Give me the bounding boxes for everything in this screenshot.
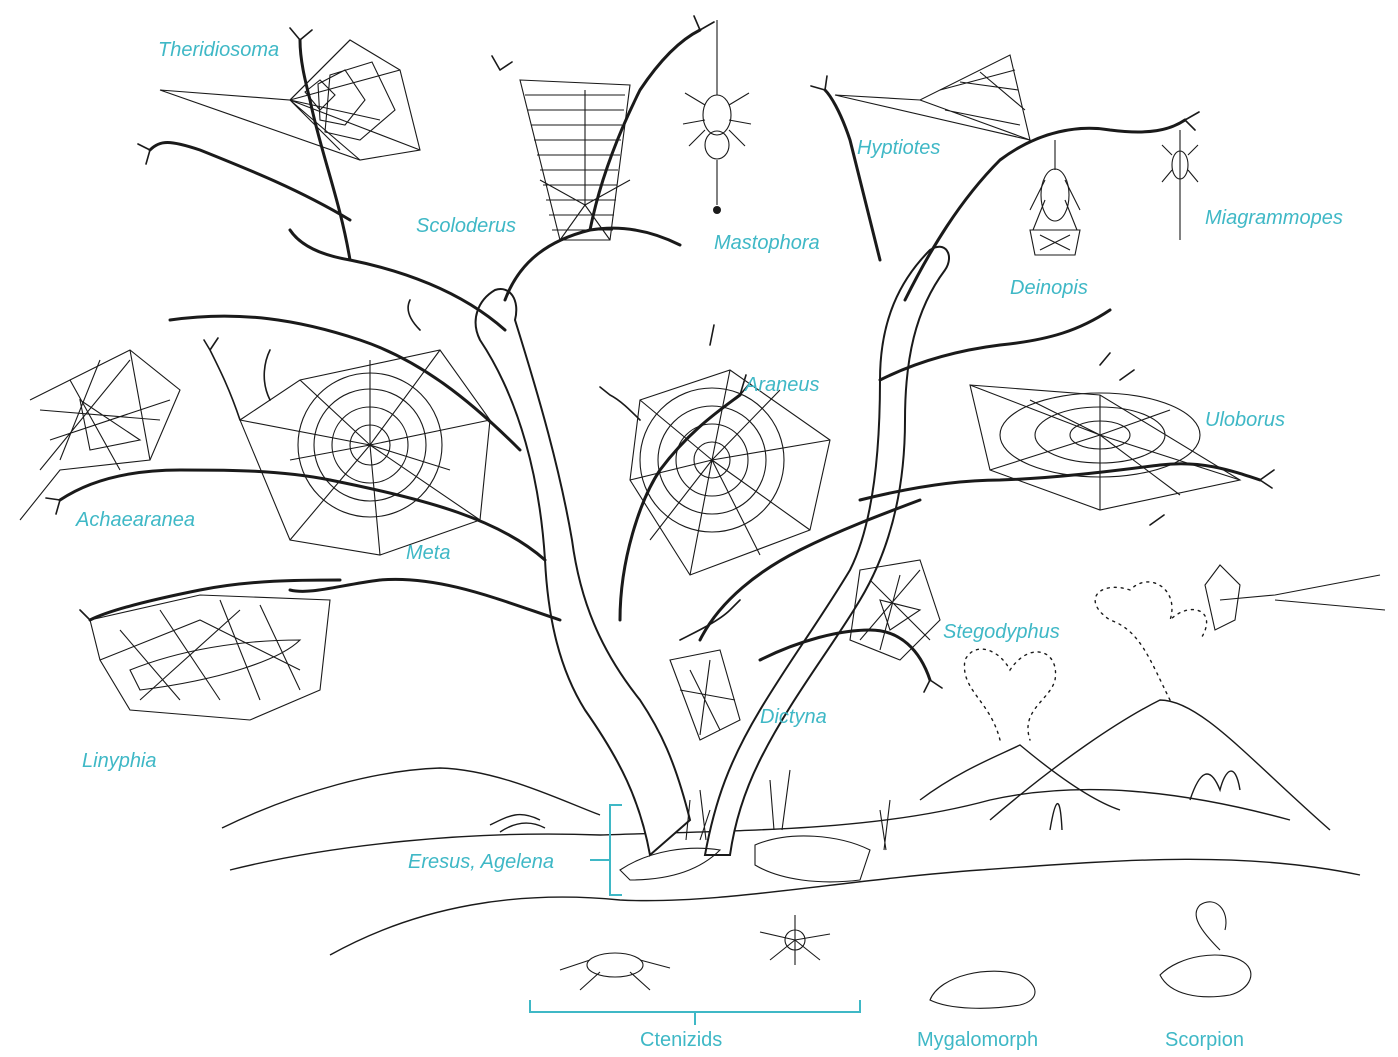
label-stegodyphus: Stegodyphus <box>943 622 1060 642</box>
label-miagrammopes: Miagrammopes <box>1205 208 1343 228</box>
label-eresus-agelena: Eresus, Agelena <box>408 852 554 872</box>
moth-icon <box>1205 565 1385 630</box>
label-achaearanea: Achaearanea <box>76 510 195 530</box>
ground-spiders <box>560 902 1251 1008</box>
label-mastophora: Mastophora <box>714 233 820 253</box>
deinopis-spider <box>1030 140 1080 255</box>
label-deinopis: Deinopis <box>1010 278 1088 298</box>
web-achaearanea <box>20 350 180 520</box>
tree-trunk <box>476 247 949 855</box>
label-ctenizids: Ctenizids <box>640 1030 722 1050</box>
web-dictyna <box>670 650 740 740</box>
ctenizids-bracket <box>530 1000 860 1025</box>
web-meta <box>240 350 490 555</box>
label-mygalomorph: Mygalomorph <box>917 1030 1038 1050</box>
label-theridiosoma: Theridiosoma <box>158 40 279 60</box>
label-dictyna: Dictyna <box>760 707 827 727</box>
web-scoloderus <box>520 80 630 240</box>
label-scoloderus: Scoloderus <box>416 216 516 236</box>
label-meta: Meta <box>406 543 450 563</box>
label-scorpion: Scorpion <box>1165 1030 1244 1050</box>
twigs <box>46 16 1274 692</box>
web-uloborus <box>970 385 1240 510</box>
mastophora-spider <box>683 20 751 214</box>
label-hyptiotes: Hyptiotes <box>857 138 940 158</box>
miagrammopes-spider <box>1162 130 1198 240</box>
label-uloborus: Uloborus <box>1205 410 1285 430</box>
label-araneus: Araneus <box>745 375 820 395</box>
web-hyptiotes <box>835 55 1030 140</box>
landscape <box>222 582 1360 955</box>
label-linyphia: Linyphia <box>82 751 157 771</box>
web-linyphia <box>90 595 330 720</box>
tree-branches <box>60 30 1260 680</box>
eresus-agelena-bracket <box>590 805 622 895</box>
